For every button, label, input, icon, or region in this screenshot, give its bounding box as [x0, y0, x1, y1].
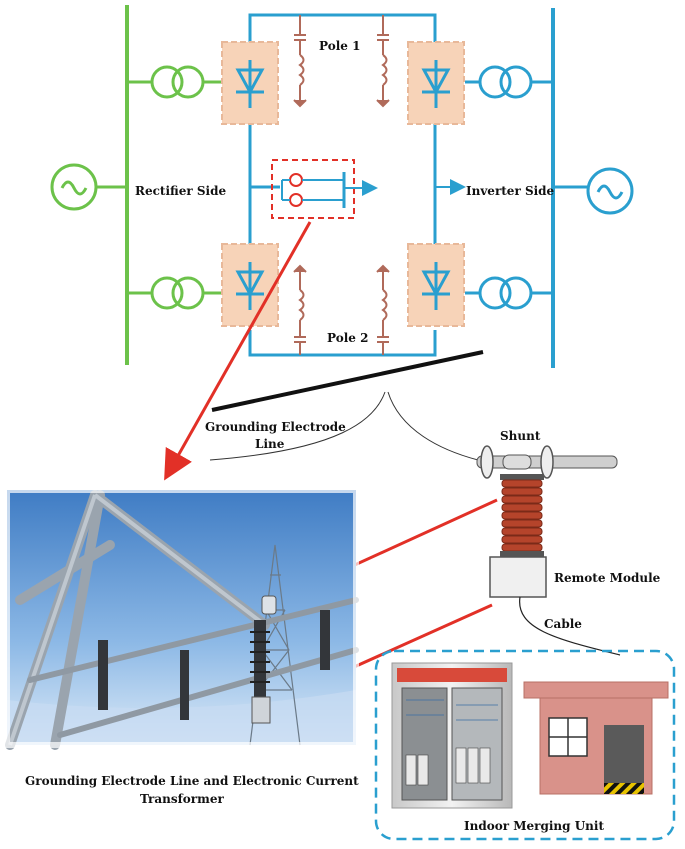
inverter-ac-source-icon: [586, 167, 634, 215]
rectifier-valve-pole2: [221, 243, 279, 327]
pole2-label: Pole 2: [327, 331, 368, 345]
grounding-measurement-highlight: [271, 159, 378, 219]
rectifier-transformer-icon: [150, 276, 184, 310]
house-door: [604, 725, 644, 783]
photo-ring-ct: [261, 595, 277, 615]
grounding-line-label-2: Line: [255, 437, 285, 451]
remote-module-box: [489, 556, 547, 598]
filter-pole2-left: [293, 264, 307, 355]
inverter-valve-pole1: [407, 41, 465, 125]
rectifier-side-label: Rectifier Side: [135, 184, 226, 198]
grounding-line-label: Grounding Electrode: [205, 420, 346, 434]
filter-pole1-right: [376, 15, 390, 108]
photo-caption-line-1: Grounding Electrode Line and Electronic …: [25, 774, 359, 788]
cable-label: Cable: [544, 617, 582, 631]
inverter-side-label: Inverter Side: [466, 184, 555, 198]
remote-module-label: Remote Module: [554, 571, 661, 585]
filter-pole2-right: [376, 264, 390, 355]
control-house: [523, 681, 669, 795]
substation-photo: [4, 487, 359, 750]
callout-arrow-to-photo: [164, 221, 312, 481]
shunt-assembly: [476, 445, 621, 656]
current-transformer-coil: [501, 479, 543, 552]
inverter-valve-pole2: [407, 243, 465, 327]
photo-caption-line-2: Transformer: [140, 792, 224, 806]
cabinet-photo: [391, 662, 513, 809]
rectifier-valve-pole1: [221, 41, 279, 125]
inverter-transformer-icon: [478, 276, 512, 310]
cable-wire: [519, 596, 621, 656]
indoor-merging-unit-label: Indoor Merging Unit: [464, 819, 604, 833]
shunt-label: Shunt: [500, 429, 541, 443]
rectifier-transformer-icon: [150, 65, 184, 99]
photo-remote-module: [251, 696, 271, 724]
inverter-transformer-icon: [478, 65, 512, 99]
pole1-label: Pole 1: [319, 39, 360, 53]
rectifier-ac-system: [50, 5, 222, 365]
indoor-merging-unit-frame: [374, 649, 676, 841]
dc-line-network: [248, 13, 437, 357]
grounding-lead-wire: [209, 391, 386, 461]
grounding-electrode-line: [211, 350, 484, 412]
filter-pole1-left: [293, 15, 307, 108]
inverter-ac-system: [465, 8, 634, 368]
